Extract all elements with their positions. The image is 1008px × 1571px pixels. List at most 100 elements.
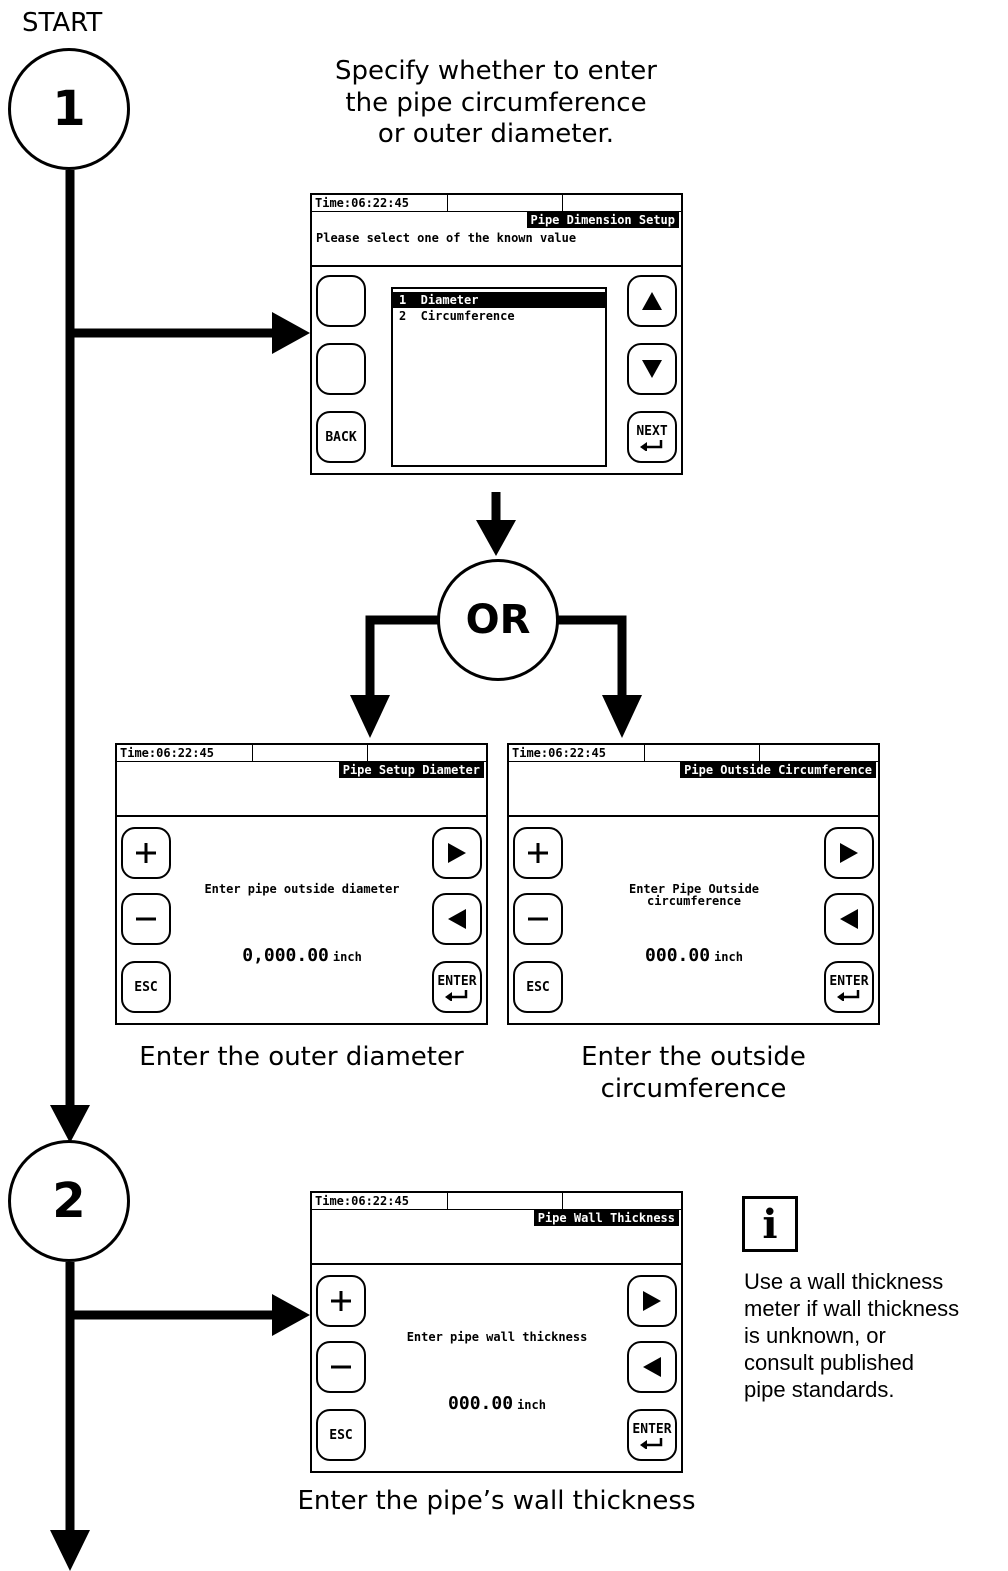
clock-readout: Time:06:22:45 bbox=[120, 746, 214, 760]
cursor-left-button[interactable] bbox=[627, 1341, 677, 1393]
diameter-caption: Enter the outer diameter bbox=[139, 1042, 464, 1072]
instruction-line: the pipe circumference bbox=[345, 87, 647, 118]
cursor-right-button[interactable] bbox=[627, 1275, 677, 1327]
increment-button[interactable] bbox=[121, 827, 171, 879]
pipe-dimension-setup-screen: Time:06:22:45 Pipe Dimension Setup Pleas… bbox=[310, 193, 683, 475]
entry-prompt: Enter pipe wall thickness bbox=[406, 1330, 588, 1344]
plus-icon bbox=[331, 1291, 351, 1311]
wall-thickness-caption: Enter the pipe’s wall thickness bbox=[297, 1486, 696, 1516]
step-2-number: 2 bbox=[52, 1173, 86, 1229]
clock-readout: Time:06:22:45 bbox=[512, 746, 606, 760]
right-triangle-icon bbox=[448, 843, 466, 863]
screen-title: Pipe Wall Thickness bbox=[533, 1210, 679, 1226]
esc-button[interactable]: ESC bbox=[513, 961, 563, 1013]
instruction-line: Specify whether to enter bbox=[335, 56, 657, 86]
entry-prompt: Enter pipe outside diameter bbox=[204, 882, 400, 896]
step-1-number: 1 bbox=[52, 81, 86, 137]
next-button[interactable]: NEXT bbox=[627, 411, 677, 463]
instruction-line: or outer diameter. bbox=[377, 119, 615, 150]
screen-status-bar: Time:06:22:45 bbox=[117, 745, 486, 762]
minus-icon bbox=[528, 917, 548, 921]
diameter-value: 0,000.00 bbox=[242, 945, 329, 966]
screen-status-bar: Time:06:22:45 bbox=[312, 195, 681, 212]
pipe-outside-circumference-screen: Time:06:22:45 Pipe Outside Circumference… bbox=[507, 743, 880, 1025]
back-button[interactable]: BACK bbox=[316, 411, 366, 463]
enter-return-icon bbox=[640, 1437, 663, 1449]
start-label: START bbox=[22, 8, 103, 38]
wall-thickness-value: 000.00 bbox=[448, 1393, 514, 1414]
screen-subtitle: Please select one of the known value bbox=[316, 231, 577, 245]
plus-icon bbox=[528, 843, 548, 863]
or-label: OR bbox=[465, 597, 531, 643]
caption-line: circumference bbox=[600, 1073, 787, 1104]
circumference-caption: Enter the outside circumference bbox=[507, 1042, 880, 1105]
or-right-branch bbox=[554, 615, 627, 700]
decrement-button[interactable] bbox=[316, 1341, 366, 1393]
clock-readout: Time:06:22:45 bbox=[315, 196, 409, 210]
scroll-up-button[interactable] bbox=[627, 275, 677, 327]
left-triangle-icon bbox=[840, 909, 858, 929]
info-note: Use a wall thickness meter if wall thick… bbox=[744, 1268, 1006, 1403]
soft-key-blank-2[interactable] bbox=[316, 343, 366, 395]
plus-icon bbox=[136, 843, 156, 863]
arrow-to-or bbox=[476, 520, 516, 556]
note-line: meter if wall thickness bbox=[744, 1296, 960, 1321]
prompt-line-2: circumference bbox=[647, 894, 741, 908]
list-item-diameter[interactable]: 1 Diameter bbox=[393, 292, 605, 308]
esc-button[interactable]: ESC bbox=[316, 1409, 366, 1461]
enter-button[interactable]: ENTER bbox=[432, 961, 482, 1013]
next-label: NEXT bbox=[636, 423, 668, 439]
increment-button[interactable] bbox=[316, 1275, 366, 1327]
note-line: consult published bbox=[744, 1350, 915, 1375]
enter-button[interactable]: ENTER bbox=[824, 961, 874, 1013]
clock-readout: Time:06:22:45 bbox=[315, 1194, 409, 1208]
enter-label: ENTER bbox=[437, 973, 477, 989]
cursor-left-button[interactable] bbox=[432, 893, 482, 945]
cursor-right-button[interactable] bbox=[432, 827, 482, 879]
soft-key-blank-1[interactable] bbox=[316, 275, 366, 327]
screen-title: Pipe Setup Diameter bbox=[338, 762, 484, 778]
enter-button[interactable]: ENTER bbox=[627, 1409, 677, 1461]
right-triangle-icon bbox=[643, 1291, 661, 1311]
prompt-line-1: Enter Pipe Outside bbox=[628, 882, 760, 896]
pipe-wall-thickness-screen: Time:06:22:45 Pipe Wall Thickness ESC En… bbox=[310, 1191, 683, 1473]
step-1-instruction: Specify whether to enter the pipe circum… bbox=[296, 56, 696, 151]
left-triangle-icon bbox=[448, 909, 466, 929]
pipe-setup-diameter-screen: Time:06:22:45 Pipe Setup Diameter ESC En… bbox=[115, 743, 488, 1025]
enter-return-icon bbox=[445, 989, 468, 1001]
esc-button[interactable]: ESC bbox=[121, 961, 171, 1013]
scroll-down-button[interactable] bbox=[627, 343, 677, 395]
enter-return-icon bbox=[837, 989, 860, 1001]
known-value-list: 1 Diameter 2 Circumference bbox=[391, 287, 607, 467]
info-icon: i bbox=[742, 1196, 798, 1252]
cursor-left-button[interactable] bbox=[824, 893, 874, 945]
note-line: is unknown, or bbox=[744, 1323, 886, 1348]
note-line: Use a wall thickness bbox=[744, 1269, 944, 1294]
decrement-button[interactable] bbox=[121, 893, 171, 945]
minus-icon bbox=[331, 1365, 351, 1369]
increment-button[interactable] bbox=[513, 827, 563, 879]
arrow-bottom bbox=[50, 1530, 90, 1571]
step-1-circle: 1 bbox=[8, 48, 130, 170]
enter-label: ENTER bbox=[829, 973, 869, 989]
arrow-to-diameter bbox=[350, 695, 390, 738]
or-left-branch bbox=[365, 615, 438, 700]
arrow-to-circumference bbox=[602, 695, 642, 738]
down-triangle-icon bbox=[642, 360, 662, 378]
arrow-to-setup bbox=[272, 312, 310, 354]
list-item-circumference[interactable]: 2 Circumference bbox=[399, 309, 515, 323]
cursor-right-button[interactable] bbox=[824, 827, 874, 879]
arrow-to-wall bbox=[272, 1294, 310, 1336]
or-circle: OR bbox=[437, 559, 559, 681]
unit-label: inch bbox=[332, 950, 362, 964]
screen-status-bar: Time:06:22:45 bbox=[509, 745, 878, 762]
unit-label: inch bbox=[517, 1398, 546, 1412]
entry-prompt: Enter Pipe Outside circumference bbox=[569, 883, 819, 907]
decrement-button[interactable] bbox=[513, 893, 563, 945]
note-line: pipe standards. bbox=[744, 1377, 895, 1402]
unit-label: inch bbox=[714, 950, 743, 964]
